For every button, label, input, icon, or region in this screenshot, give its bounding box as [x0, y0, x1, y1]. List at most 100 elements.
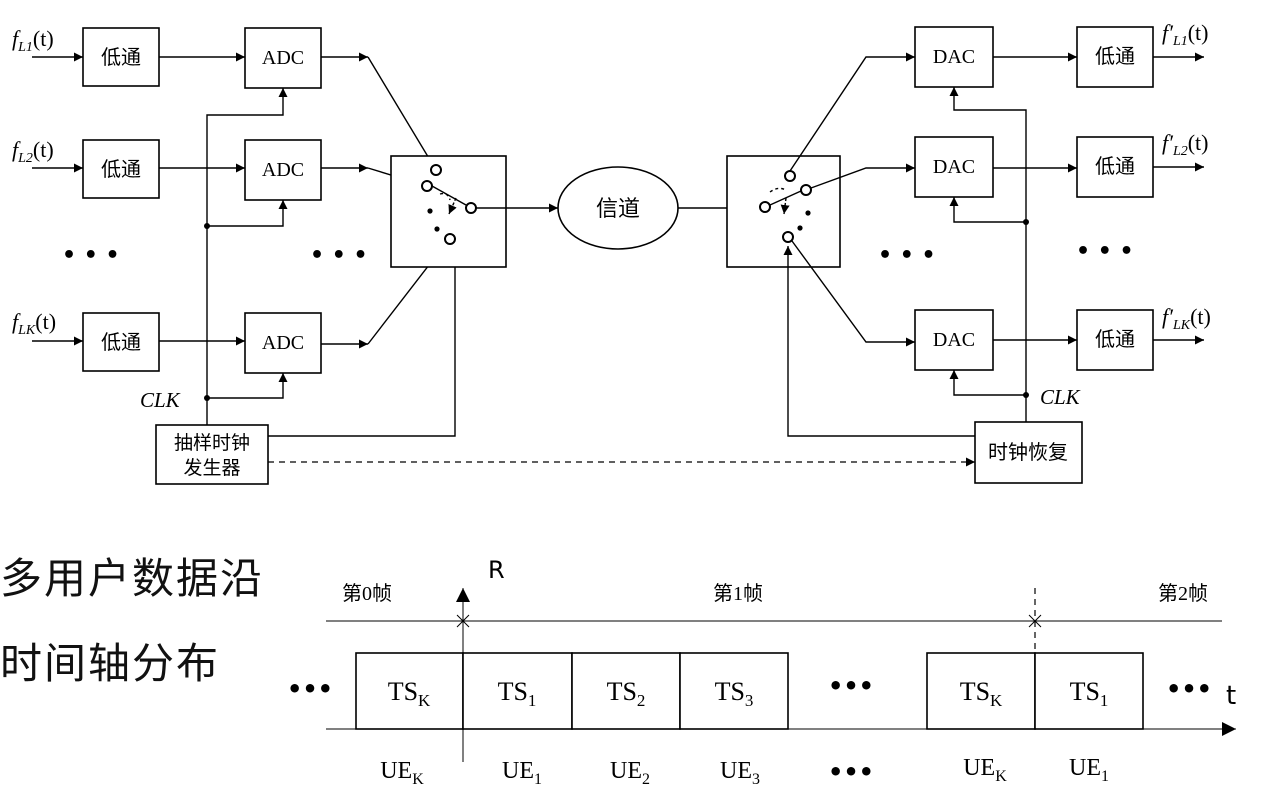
- dac-k: DAC: [914, 309, 994, 371]
- tx-ellipsis-adcs: • • •: [310, 243, 368, 268]
- frame-markers: [456, 614, 1042, 628]
- adc-k: ADC: [244, 312, 322, 374]
- ue-ellipsis: •••: [828, 758, 874, 786]
- side-note-line2: 时间轴分布: [0, 639, 221, 688]
- slot-tsk-a: TSK: [355, 652, 464, 730]
- rx-clk-to-dac1: [949, 87, 1027, 422]
- slot-tsk-b: TSK: [926, 652, 1036, 730]
- tx-clk-label: CLK: [140, 388, 181, 412]
- tx-clk-node-2: [204, 395, 210, 401]
- tx-input-labels: fL1(t) fL2(t) fLK(t): [12, 26, 56, 338]
- rx-lowpass-2-label: 低通: [1095, 155, 1135, 178]
- channel: 信道: [557, 166, 679, 250]
- frame-2-label: 第2帧: [1158, 582, 1208, 605]
- tx-lowpass-k: 低通: [82, 312, 160, 372]
- tx-lowpass-2-label: 低通: [101, 158, 141, 181]
- clock-recovery-label: 时钟恢复: [988, 441, 1068, 464]
- ue-label-k-b: UEK: [963, 755, 1007, 785]
- sampler-line2: 发生器: [183, 457, 240, 479]
- timeline-ellipsis-right: •••: [1166, 675, 1212, 703]
- slot-ts3: TS3: [679, 652, 789, 730]
- tx-lowpass-k-label: 低通: [101, 331, 141, 354]
- dac-k-label: DAC: [933, 329, 975, 351]
- tx-input-k-label: fLK(t): [12, 309, 56, 338]
- rx-lowpass-1-label: 低通: [1095, 45, 1135, 68]
- rx-output-2-label: f′L2(t): [1162, 130, 1209, 159]
- tx-common-contact: [465, 202, 477, 214]
- rx-commutator: [726, 155, 841, 268]
- tx-clk-to-adc1: [206, 88, 288, 425]
- dac-2: DAC: [914, 136, 994, 198]
- timeline-ellipsis-mid: •••: [828, 672, 874, 700]
- tx-contact-1: [430, 164, 442, 176]
- rx-clk-node-2: [1023, 392, 1029, 398]
- rx-switch-to-dac1: [789, 52, 915, 172]
- sampling-clock-generator: 抽样时钟 发生器: [155, 424, 269, 485]
- ue-label-1-a: UE1: [502, 758, 542, 788]
- rx-clk-to-dac2: [949, 197, 1026, 223]
- rx-clk-to-dack: [949, 370, 1026, 396]
- ue-label-1-b: UE1: [1069, 755, 1109, 785]
- rx-common-contact: [759, 201, 771, 213]
- tx-input-2-label: fL2(t): [12, 137, 54, 166]
- tx-lowpass-1: 低通: [82, 27, 160, 87]
- slot-ts1-a: TS1: [462, 652, 573, 730]
- rx-ellipsis-dacs: • • •: [878, 243, 936, 268]
- rx-lowpass-1: 低通: [1076, 26, 1154, 88]
- rx-lowpass-2: 低通: [1076, 136, 1154, 198]
- sampler-line1: 抽样时钟: [174, 432, 250, 454]
- ue-labels: UEK UE1 UE2 UE3 UEK UE1: [380, 755, 1109, 788]
- frame-1-label: 第1帧: [713, 582, 763, 605]
- tx-clk-node-1: [204, 223, 210, 229]
- rx-contact-1: [784, 170, 796, 182]
- tx-switch-arm: [431, 185, 467, 206]
- dac-1: DAC: [914, 26, 994, 88]
- channel-label: 信道: [596, 196, 640, 221]
- slot-ts1-b: TS1: [1034, 652, 1144, 730]
- svg-text:TS3: TS3: [715, 677, 754, 710]
- svg-text:TSK: TSK: [960, 677, 1003, 710]
- rx-output-1-label: f′L1(t): [1162, 20, 1209, 49]
- ue-label-k-a: UEK: [380, 758, 424, 788]
- svg-text:TS1: TS1: [498, 677, 537, 710]
- adc-1-label: ADC: [262, 47, 304, 69]
- rx-clk-label: CLK: [1040, 385, 1081, 409]
- rx-contact-k: [782, 231, 794, 243]
- recovery-to-rx-switch: [783, 246, 975, 437]
- side-note-line1: 多用户数据沿: [0, 554, 265, 603]
- dac-2-label: DAC: [933, 156, 975, 178]
- rx-contact-2: [800, 184, 812, 196]
- adc1-to-switch: [367, 56, 437, 171]
- tx-clk-to-adc2: [207, 200, 288, 227]
- tx-clk-to-adck: [207, 373, 288, 399]
- rx-output-k-label: f′LK(t): [1162, 304, 1211, 333]
- tx-commutator: [390, 155, 507, 268]
- tx-contact-2: [421, 180, 433, 192]
- tx-input-1-label: fL1(t): [12, 26, 54, 55]
- ue-label-3: UE3: [720, 758, 760, 788]
- r-axis-label: R: [488, 556, 505, 584]
- tx-lowpass-1-label: 低通: [101, 46, 141, 69]
- dac-1-label: DAC: [933, 46, 975, 68]
- rx-switch-to-dac2: [810, 163, 915, 189]
- adc-2: ADC: [244, 139, 322, 201]
- frame-0-label: 第0帧: [342, 582, 392, 605]
- rx-lowpass-k: 低通: [1076, 309, 1154, 371]
- t-axis-label: t: [1226, 681, 1236, 711]
- adc-2-label: ADC: [262, 159, 304, 181]
- clock-recovery: 时钟恢复: [974, 421, 1083, 484]
- tx-ellipsis-inputs: • • •: [62, 243, 120, 268]
- rx-switch-to-dack: [791, 240, 915, 347]
- rx-ellipsis-outputs: • • •: [1076, 239, 1134, 264]
- svg-text:TS2: TS2: [607, 677, 646, 710]
- tx-contact-k: [444, 233, 456, 245]
- rx-output-labels: f′L1(t) f′L2(t) f′LK(t): [1162, 20, 1211, 333]
- rx-clk-node-1: [1023, 219, 1029, 225]
- adc-1: ADC: [244, 27, 322, 89]
- tx-lowpass-2: 低通: [82, 139, 160, 199]
- rx-lowpass-k-label: 低通: [1095, 328, 1135, 351]
- adc-k-label: ADC: [262, 332, 304, 354]
- slot-ts2: TS2: [571, 652, 681, 730]
